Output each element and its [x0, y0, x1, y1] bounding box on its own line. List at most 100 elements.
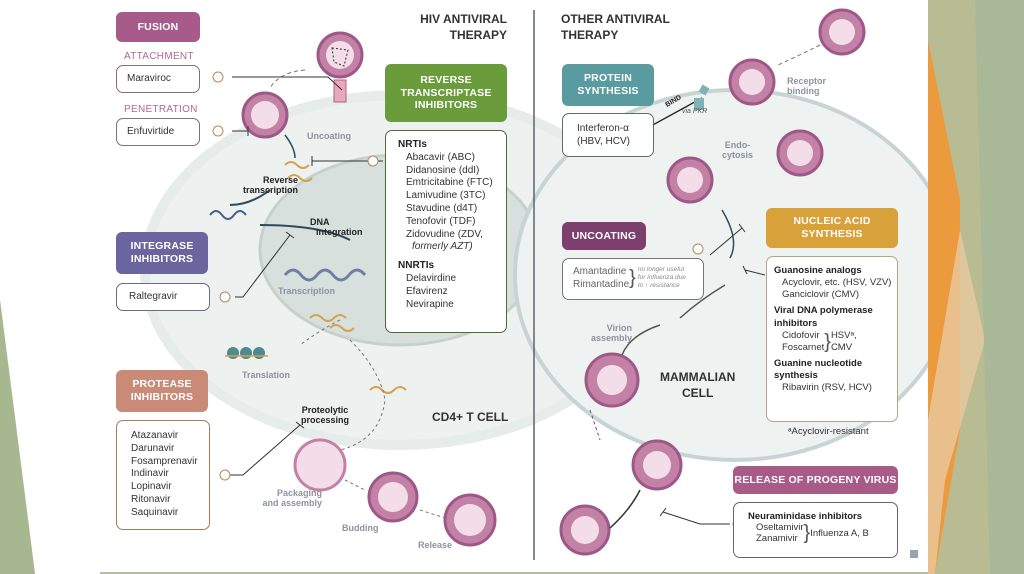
packaging-label: Packaging and assembly — [240, 488, 322, 509]
protease-header: PROTEASE INHIBITORS — [116, 370, 208, 412]
nucleic-item: Cidofovir — [782, 329, 820, 341]
enfuvirtide-text: Enfuvirtide — [127, 126, 175, 137]
uncoating-inhibition-line — [709, 223, 746, 256]
polymerase-title-line1: Viral DNA polymerase — [774, 305, 873, 317]
neuraminidase-title: Neuraminidase inhibitors — [748, 511, 863, 522]
protease-inhibition-line — [230, 421, 305, 476]
nucleic-item: Acyclovir, etc. (HSV, VZV) — [782, 277, 892, 289]
rimantadine-text: Rimantadine — [573, 279, 630, 290]
viral-rna-icon — [369, 386, 407, 394]
brace-icon: } — [803, 522, 811, 545]
rti-header-line3: INHIBITORS — [414, 99, 478, 112]
proteolytic-line2: processing — [301, 415, 350, 426]
protein-synthesis-line1: PROTEIN — [583, 72, 633, 85]
integration-arrow — [259, 224, 351, 241]
budding-virion-icon — [367, 471, 419, 523]
attachment-label: ATTACHMENT — [124, 51, 194, 62]
hiv-title: HIV ANTIVIRAL THERAPY — [417, 12, 507, 43]
protein-synthesis-line2: SYNTHESIS — [577, 85, 639, 97]
mammalian-line1: MAMMALIAN — [660, 370, 736, 384]
virion-assembly-label: Virion assembly — [578, 323, 632, 344]
virion-line2: assembly — [590, 333, 632, 344]
amantadine-text: Amantadine — [573, 266, 627, 277]
release-step-label: Release — [418, 540, 453, 550]
protease-drug-box: Atazanavir Darunavir Fosamprenavir Indin… — [116, 420, 210, 530]
virion-cores — [571, 19, 855, 544]
mammalian-line2: CELL — [681, 385, 714, 400]
brace-icon: } — [824, 330, 831, 353]
assembly-arrow — [679, 284, 726, 319]
binding-arrow — [777, 44, 821, 66]
nucleic-acid-line2: SYNTHESIS — [801, 228, 863, 240]
pkr-icon — [698, 84, 710, 96]
polymerase-target-2: CMV — [830, 341, 853, 353]
nucleic-item: Ganciclovir (CMV) — [782, 289, 860, 301]
rti-header-line2: TRANSCRIPTASE — [400, 86, 492, 99]
nrti-item: Tenofovir (TDF) — [406, 215, 476, 227]
cd4-cell-label: CD4+ T CELL — [432, 410, 509, 424]
protease-item: Ritonavir — [131, 493, 171, 505]
packaging-line1: Packaging — [276, 488, 322, 498]
protease-item: Lopinavir — [131, 481, 172, 493]
endo-line1: Endo- — [724, 140, 751, 150]
nucleic-item: Ribavirin (RSV, HCV) — [782, 382, 872, 394]
right-green-shape — [975, 0, 1024, 574]
other-title-line2: THERAPY — [561, 27, 619, 42]
host-dna-icon — [283, 268, 367, 282]
integrase-header: INTEGRASE INHIBITORS — [116, 232, 208, 274]
released-virion-icon — [443, 493, 497, 547]
uncoating-flow-arrow — [721, 209, 735, 259]
nnrti-item: Delavirdine — [406, 272, 457, 284]
translation-label: Translation — [242, 370, 291, 380]
proteolytic-processing-label: Proteolytic processing — [301, 405, 349, 426]
mammalian-cell-label: MAMMALIAN CELL — [660, 370, 735, 401]
raltegravir-inhibition-line — [235, 231, 295, 298]
uncoating-arrow — [284, 134, 296, 159]
virion-line1: Virion — [606, 323, 632, 333]
reverse-transcription-label: Reverse transcription — [212, 175, 298, 196]
influenza-target: Influenza A, B — [810, 527, 869, 539]
raltegravir-text: Raltegravir — [129, 291, 178, 302]
protease-item: Atazanavir — [131, 430, 179, 441]
inhibit-symbol-icons — [212, 71, 379, 481]
rna-strands-icon — [284, 161, 313, 182]
maraviroc-inhibition-line — [232, 76, 343, 91]
receptor-binding-label: Receptor binding — [787, 76, 826, 97]
receptor-line1: Receptor — [787, 76, 827, 86]
nucleic-acid-line1: NUCLEIC ACID — [793, 215, 871, 228]
reverse-transcription-line1: Reverse — [262, 175, 298, 185]
entry-arrow — [269, 69, 306, 89]
rt-arrow — [229, 189, 271, 206]
nrti-item: Abacavir (ABC) — [406, 151, 475, 163]
left-green-wedge — [0, 300, 35, 574]
uncoating-drug-box: Amantadine Rimantadine } no longer usefu… — [562, 258, 704, 300]
nucleic-item: Foscarnet — [782, 341, 825, 353]
nrti-item: Didanosine (ddI) — [406, 164, 480, 176]
hiv-virion-icon — [316, 31, 364, 103]
guanine-title-line2: synthesis — [774, 370, 818, 382]
nrti-item: Lamivudine (3TC) — [406, 190, 486, 202]
nucleic-acid-header: NUCLEIC ACID SYNTHESIS — [766, 208, 898, 248]
logo-icon — [910, 550, 918, 558]
protease-item: Darunavir — [131, 442, 175, 454]
endocytosis-label: Endo- cytosis — [722, 140, 753, 161]
rti-header-line1: REVERSE — [420, 74, 472, 87]
rti-drug-box: NRTIs Abacavir (ABC) Didanosine (ddI) Em… — [385, 130, 507, 333]
interferon-targets: (HBV, HCV) — [577, 136, 630, 147]
hiv-virion-uncoating-icon — [241, 91, 289, 139]
nrti-note: formerly AZT) — [412, 241, 473, 253]
interferon-text: Interferon-α — [577, 123, 629, 134]
polymerase-target-1: HSVᵃ, — [830, 329, 857, 341]
polymerase-title-line2: inhibitors — [774, 317, 818, 329]
dna-strand-icon — [209, 210, 247, 220]
uncoating-note: no longer useful for influenza due to ↑ … — [638, 266, 686, 290]
nnrti-title: NNRTIs — [398, 260, 435, 272]
release-drug-box: Neuraminidase inhibitors Oseltamivir Zan… — [733, 502, 898, 558]
proteolytic-line1: Proteolytic — [301, 405, 349, 415]
receptor-line2: binding — [787, 86, 820, 97]
penetration-label: PENETRATION — [124, 104, 198, 115]
dna-integration-label: DNA integration — [310, 217, 363, 238]
neuraminidase-group: Oseltamivir Zanamivir } Influenza A, B — [748, 522, 897, 545]
virion-arrow — [621, 324, 661, 356]
other-title-line1: OTHER ANTIVIRAL — [561, 12, 670, 26]
